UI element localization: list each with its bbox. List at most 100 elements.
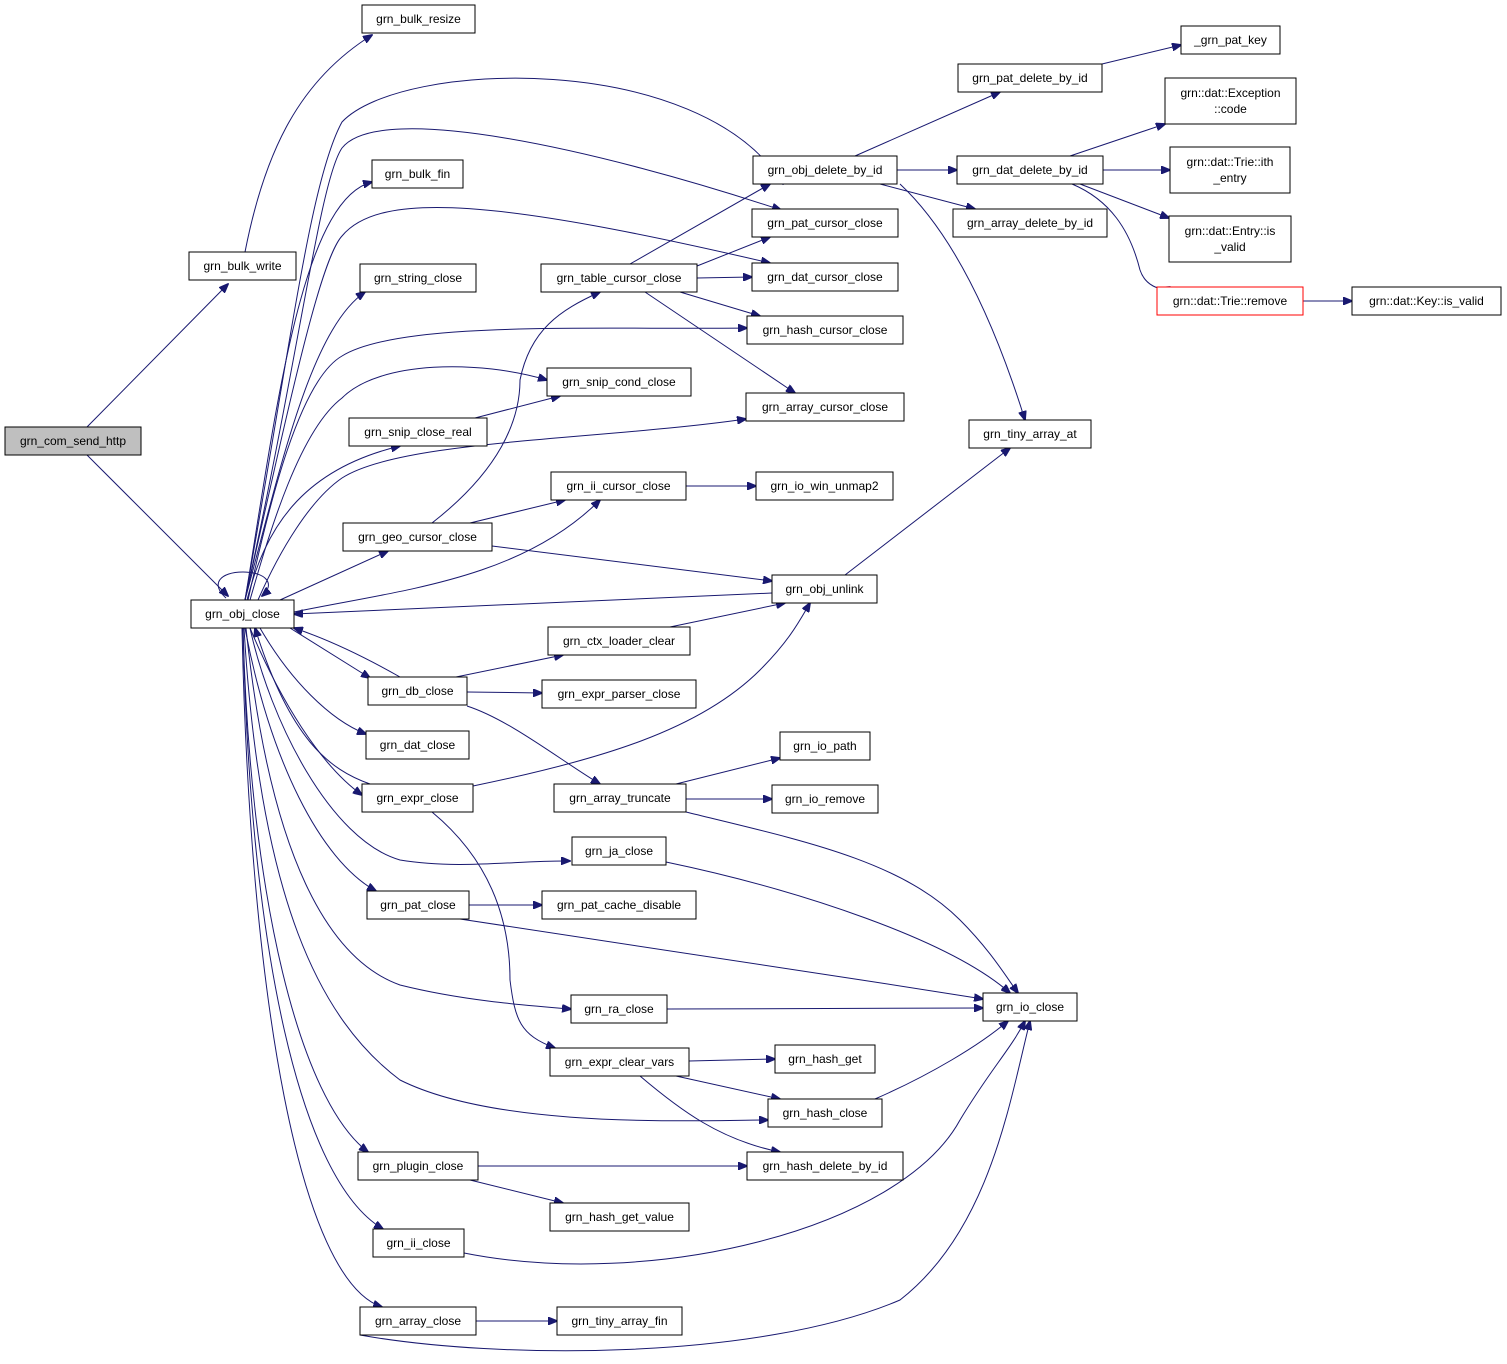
node-grn-expr-close[interactable]: grn_expr_close: [361, 783, 474, 813]
node-box[interactable]: [755, 471, 894, 501]
node-box[interactable]: [550, 471, 687, 501]
node-grn-dat-cursor-close[interactable]: grn_dat_cursor_close: [751, 262, 899, 292]
node-box[interactable]: [957, 63, 1103, 93]
node-exception-code[interactable]: grn::dat::Exception::code: [1164, 77, 1297, 125]
node-box[interactable]: [547, 626, 691, 656]
node-grn-snip-close-real[interactable]: grn_snip_close_real: [348, 417, 488, 447]
node-grn-bulk-write[interactable]: grn_bulk_write: [188, 251, 297, 281]
node-grn-array-cursor-close[interactable]: grn_array_cursor_close: [745, 392, 905, 422]
node-box[interactable]: [752, 155, 898, 185]
node-box[interactable]: [4, 426, 142, 456]
node-box[interactable]: [372, 1228, 465, 1258]
node-grn-expr-clear-vars[interactable]: grn_expr_clear_vars: [549, 1047, 690, 1077]
node-grn-io-remove[interactable]: grn_io_remove: [771, 784, 879, 814]
node-grn-pat-cache-disable[interactable]: grn_pat_cache_disable: [541, 890, 697, 920]
node-box[interactable]: [549, 1047, 690, 1077]
node-grn-array-truncate[interactable]: grn_array_truncate: [553, 783, 687, 813]
node-box[interactable]: [771, 784, 879, 814]
node-box[interactable]: [1164, 77, 1297, 125]
node-trie-ith-entry[interactable]: grn::dat::Trie::ith_entry: [1169, 146, 1291, 194]
node-grn-ii-close[interactable]: grn_ii_close: [372, 1228, 465, 1258]
node-box[interactable]: [767, 1098, 883, 1128]
node-grn-ja-close[interactable]: grn_ja_close: [571, 836, 667, 866]
node-box[interactable]: [751, 262, 899, 292]
node-grn-obj-delete-by-id[interactable]: grn_obj_delete_by_id: [752, 155, 898, 185]
node-grn-pat-close[interactable]: grn_pat_close: [366, 890, 470, 920]
node-box[interactable]: [745, 392, 905, 422]
node-grn-hash-get-value[interactable]: grn_hash_get_value: [549, 1202, 690, 1232]
node-entry-is-valid[interactable]: grn::dat::Entry::is_valid: [1168, 215, 1292, 263]
node-box[interactable]: [571, 836, 667, 866]
node-grn-obj-close[interactable]: grn_obj_close: [190, 599, 295, 629]
node-box[interactable]: [771, 574, 878, 604]
node-grn-geo-cursor-close[interactable]: grn_geo_cursor_close: [342, 522, 493, 552]
node-box[interactable]: [956, 155, 1104, 185]
node-box[interactable]: [1351, 286, 1502, 316]
node-box[interactable]: [361, 783, 474, 813]
node-grn-db-close[interactable]: grn_db_close: [367, 676, 468, 706]
node-grn-bulk-resize[interactable]: grn_bulk_resize: [361, 4, 476, 34]
node-box[interactable]: [746, 315, 904, 345]
node-grn-string-close[interactable]: grn_string_close: [359, 263, 477, 293]
node-grn-io-win-unmap2[interactable]: grn_io_win_unmap2: [755, 471, 894, 501]
node-box[interactable]: [361, 4, 476, 34]
node-box[interactable]: [540, 263, 698, 293]
node-box[interactable]: [779, 731, 871, 761]
node-box[interactable]: [1169, 146, 1291, 194]
node-grn-bulk-fin[interactable]: grn_bulk_fin: [371, 159, 464, 189]
node-grn-pat-cursor-close[interactable]: grn_pat_cursor_close: [751, 208, 899, 238]
node-box[interactable]: [546, 367, 692, 397]
node-box[interactable]: [342, 522, 493, 552]
node-grn-dat-close[interactable]: grn_dat_close: [365, 730, 470, 760]
node-grn-plugin-close[interactable]: grn_plugin_close: [357, 1151, 479, 1181]
node-grn-hash-close[interactable]: grn_hash_close: [767, 1098, 883, 1128]
node-box[interactable]: [367, 676, 468, 706]
node-grn-obj-unlink[interactable]: grn_obj_unlink: [771, 574, 878, 604]
node-box[interactable]: [746, 1151, 904, 1181]
node-box[interactable]: [1180, 25, 1281, 55]
node-grn-io-path[interactable]: grn_io_path: [779, 731, 871, 761]
node-box[interactable]: [366, 890, 470, 920]
node-box[interactable]: [359, 263, 477, 293]
node-box[interactable]: [190, 599, 295, 629]
node-box[interactable]: [1156, 286, 1304, 316]
node-grn-io-close[interactable]: grn_io_close: [982, 992, 1078, 1022]
node-box[interactable]: [774, 1044, 876, 1074]
node-box[interactable]: [1168, 215, 1292, 263]
node-grn-pat-key[interactable]: _grn_pat_key: [1180, 25, 1281, 55]
node-box[interactable]: [188, 251, 297, 281]
node-box[interactable]: [968, 419, 1092, 449]
node-grn-hash-cursor-close[interactable]: grn_hash_cursor_close: [746, 315, 904, 345]
node-key-is-valid[interactable]: grn::dat::Key::is_valid: [1351, 286, 1502, 316]
node-box[interactable]: [952, 208, 1108, 238]
node-grn-pat-delete-by-id[interactable]: grn_pat_delete_by_id: [957, 63, 1103, 93]
node-grn-hash-delete-by-id[interactable]: grn_hash_delete_by_id: [746, 1151, 904, 1181]
node-grn-expr-parser-close[interactable]: grn_expr_parser_close: [541, 679, 697, 709]
node-grn-array-close[interactable]: grn_array_close: [359, 1306, 477, 1336]
node-box[interactable]: [365, 730, 470, 760]
node-box[interactable]: [549, 1202, 690, 1232]
node-box[interactable]: [359, 1306, 477, 1336]
node-grn-ii-cursor-close[interactable]: grn_ii_cursor_close: [550, 471, 687, 501]
node-grn-hash-get[interactable]: grn_hash_get: [774, 1044, 876, 1074]
node-box[interactable]: [541, 679, 697, 709]
node-trie-remove[interactable]: grn::dat::Trie::remove: [1156, 286, 1304, 316]
node-box[interactable]: [982, 992, 1078, 1022]
node-box[interactable]: [556, 1306, 683, 1336]
node-grn-ra-close[interactable]: grn_ra_close: [570, 994, 668, 1024]
node-grn-snip-cond-close[interactable]: grn_snip_cond_close: [546, 367, 692, 397]
node-grn-com-send-http[interactable]: grn_com_send_http: [4, 426, 142, 456]
node-grn-tiny-array-fin[interactable]: grn_tiny_array_fin: [556, 1306, 683, 1336]
node-box[interactable]: [348, 417, 488, 447]
node-box[interactable]: [553, 783, 687, 813]
node-box[interactable]: [541, 890, 697, 920]
node-grn-tiny-array-at[interactable]: grn_tiny_array_at: [968, 419, 1092, 449]
node-grn-ctx-loader-clear[interactable]: grn_ctx_loader_clear: [547, 626, 691, 656]
node-box[interactable]: [751, 208, 899, 238]
node-grn-array-delete-by-id[interactable]: grn_array_delete_by_id: [952, 208, 1108, 238]
node-grn-table-cursor-close[interactable]: grn_table_cursor_close: [540, 263, 698, 293]
node-box[interactable]: [570, 994, 668, 1024]
node-box[interactable]: [357, 1151, 479, 1181]
node-grn-dat-delete-by-id[interactable]: grn_dat_delete_by_id: [956, 155, 1104, 185]
node-box[interactable]: [371, 159, 464, 189]
